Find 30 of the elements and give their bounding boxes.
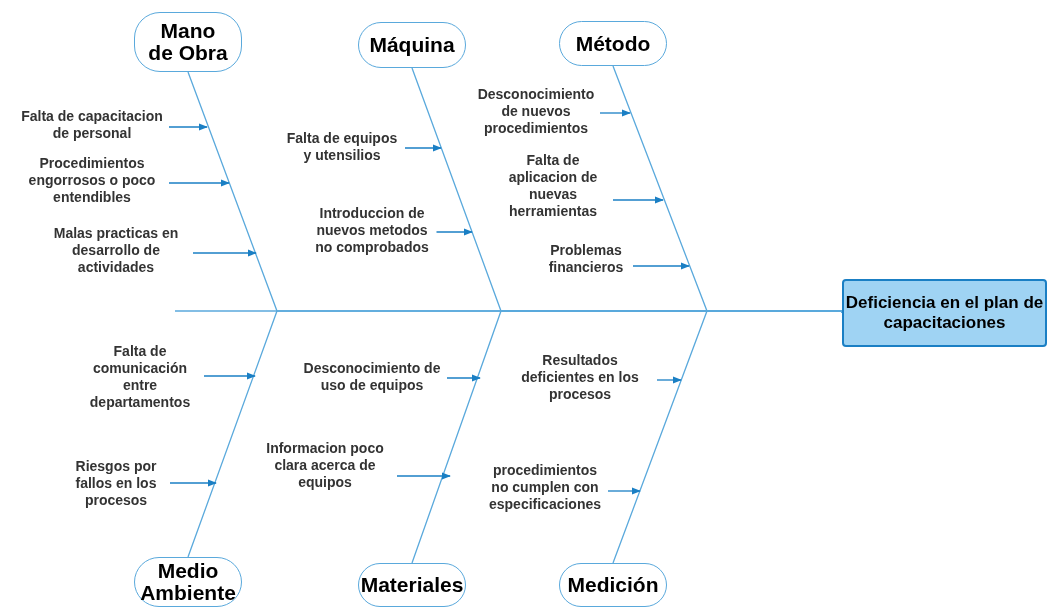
arrow [168, 179, 230, 187]
cause-label: Malas practicas en desarrollo de actividades [52, 225, 180, 276]
arrow [632, 262, 690, 270]
arrow [168, 123, 208, 131]
arrow [203, 372, 256, 380]
effect-box: Deficiencia en el plan de capacitaciones [842, 279, 1047, 347]
cause-label: procedimientos no cumplen con especificaciones [487, 462, 603, 513]
cause-label: Falta de capacitacion de personal [20, 108, 164, 142]
arrow [599, 109, 631, 117]
arrow [396, 472, 451, 480]
cause-label: Riesgos por fallos en los procesos [74, 458, 158, 509]
cause-label: Introduccion de nuevos metodos no comprobados [314, 205, 430, 256]
arrow [435, 228, 473, 236]
arrow [656, 376, 682, 384]
arrow [169, 479, 217, 487]
arrow [404, 144, 442, 152]
arrow [192, 249, 257, 257]
cause-label: Informacion poco clara acerca de equipos [265, 440, 385, 491]
cause-label: Desconocimiento de uso de equipos [302, 360, 442, 394]
cause-label: Falta de comunicación entre departamentos [88, 343, 192, 411]
cause-label: Falta de equipos y utensilios [285, 130, 399, 164]
arrow [446, 374, 481, 382]
cause-label: Desconocimiento de nuevos procedimientos [476, 86, 596, 137]
cause-label: Procedimientos engorrosos o poco entendibles [27, 155, 157, 206]
cause-label: Falta de aplicacion de nuevas herramientas [507, 152, 599, 220]
cause-label: Resultados deficientes en los procesos [520, 352, 640, 403]
cause-label: Problemas financieros [547, 242, 625, 276]
bone-line [612, 310, 843, 564]
arrow [612, 196, 664, 204]
arrow [607, 487, 641, 495]
